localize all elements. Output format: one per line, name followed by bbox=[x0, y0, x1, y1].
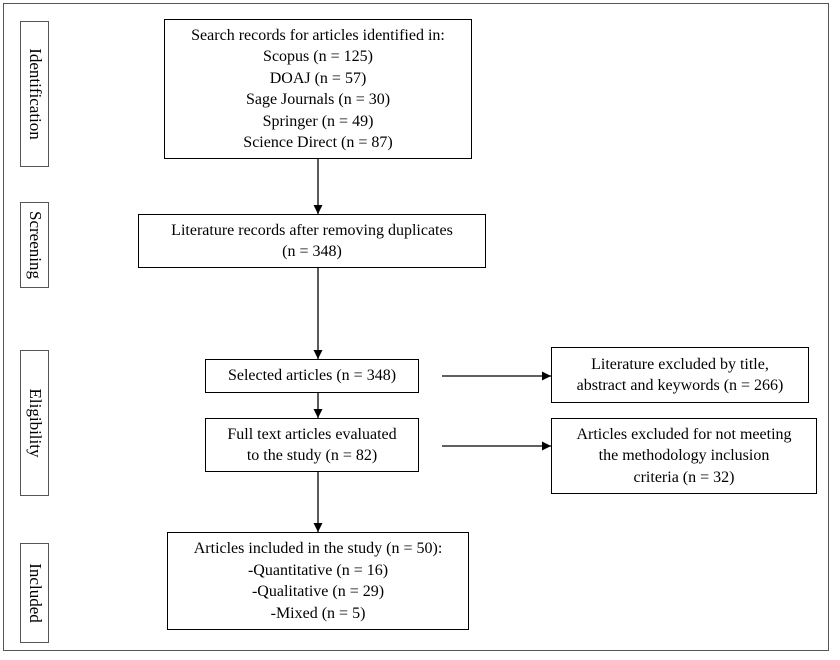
search-springer: Springer (n = 49) bbox=[262, 112, 374, 130]
dedup-line-2: (n = 348) bbox=[282, 243, 342, 260]
stage-identification: Identification bbox=[20, 21, 49, 167]
box-included-articles: Articles included in the study (n = 50):… bbox=[167, 532, 469, 630]
box-excluded-title: Literature excluded by title, abstract a… bbox=[551, 347, 809, 403]
search-science-direct: Science Direct (n = 87) bbox=[243, 134, 393, 151]
box-full-text: Full text articles evaluated to the stud… bbox=[205, 418, 419, 472]
box-excluded-methodology: Articles excluded for not meeting the me… bbox=[551, 418, 817, 494]
figure-frame bbox=[3, 3, 829, 651]
search-heading: Search records for articles identified i… bbox=[191, 26, 445, 44]
search-sage: Sage Journals (n = 30) bbox=[245, 91, 391, 108]
excluded-method-line-3: criteria (n = 32) bbox=[633, 468, 735, 486]
included-heading: Articles included in the study (n = 50): bbox=[193, 540, 443, 557]
included-qualitative: -Qualitative (n = 29) bbox=[251, 583, 385, 600]
stage-screening: Screening bbox=[20, 202, 49, 288]
included-mixed: -Mixed (n = 5) bbox=[270, 604, 366, 622]
dedup-line-1: Literature records after removing duplic… bbox=[171, 221, 453, 239]
fulltext-line-2: to the study (n = 82) bbox=[246, 447, 378, 464]
box-search-records: Search records for articles identified i… bbox=[164, 19, 472, 159]
search-doaj: DOAJ (n = 57) bbox=[269, 69, 367, 87]
included-quantitative: -Quantitative (n = 16) bbox=[247, 561, 389, 579]
selected-line-1: Selected articles (n = 348) bbox=[227, 367, 397, 385]
box-after-duplicates: Literature records after removing duplic… bbox=[138, 214, 486, 268]
excluded-title-line-2: abstract and keywords (n = 266) bbox=[576, 377, 784, 394]
stage-included: Included bbox=[20, 543, 49, 643]
fulltext-line-1: Full text articles evaluated bbox=[227, 425, 397, 443]
excluded-title-line-1: Literature excluded by title, bbox=[591, 355, 769, 373]
excluded-method-line-2: the methodology inclusion bbox=[598, 447, 770, 465]
search-scopus: Scopus (n = 125) bbox=[263, 48, 373, 65]
excluded-method-line-1: Articles excluded for not meeting bbox=[576, 425, 792, 443]
box-selected-articles: Selected articles (n = 348) bbox=[205, 359, 419, 393]
stage-eligibility: Eligibility bbox=[20, 350, 49, 496]
